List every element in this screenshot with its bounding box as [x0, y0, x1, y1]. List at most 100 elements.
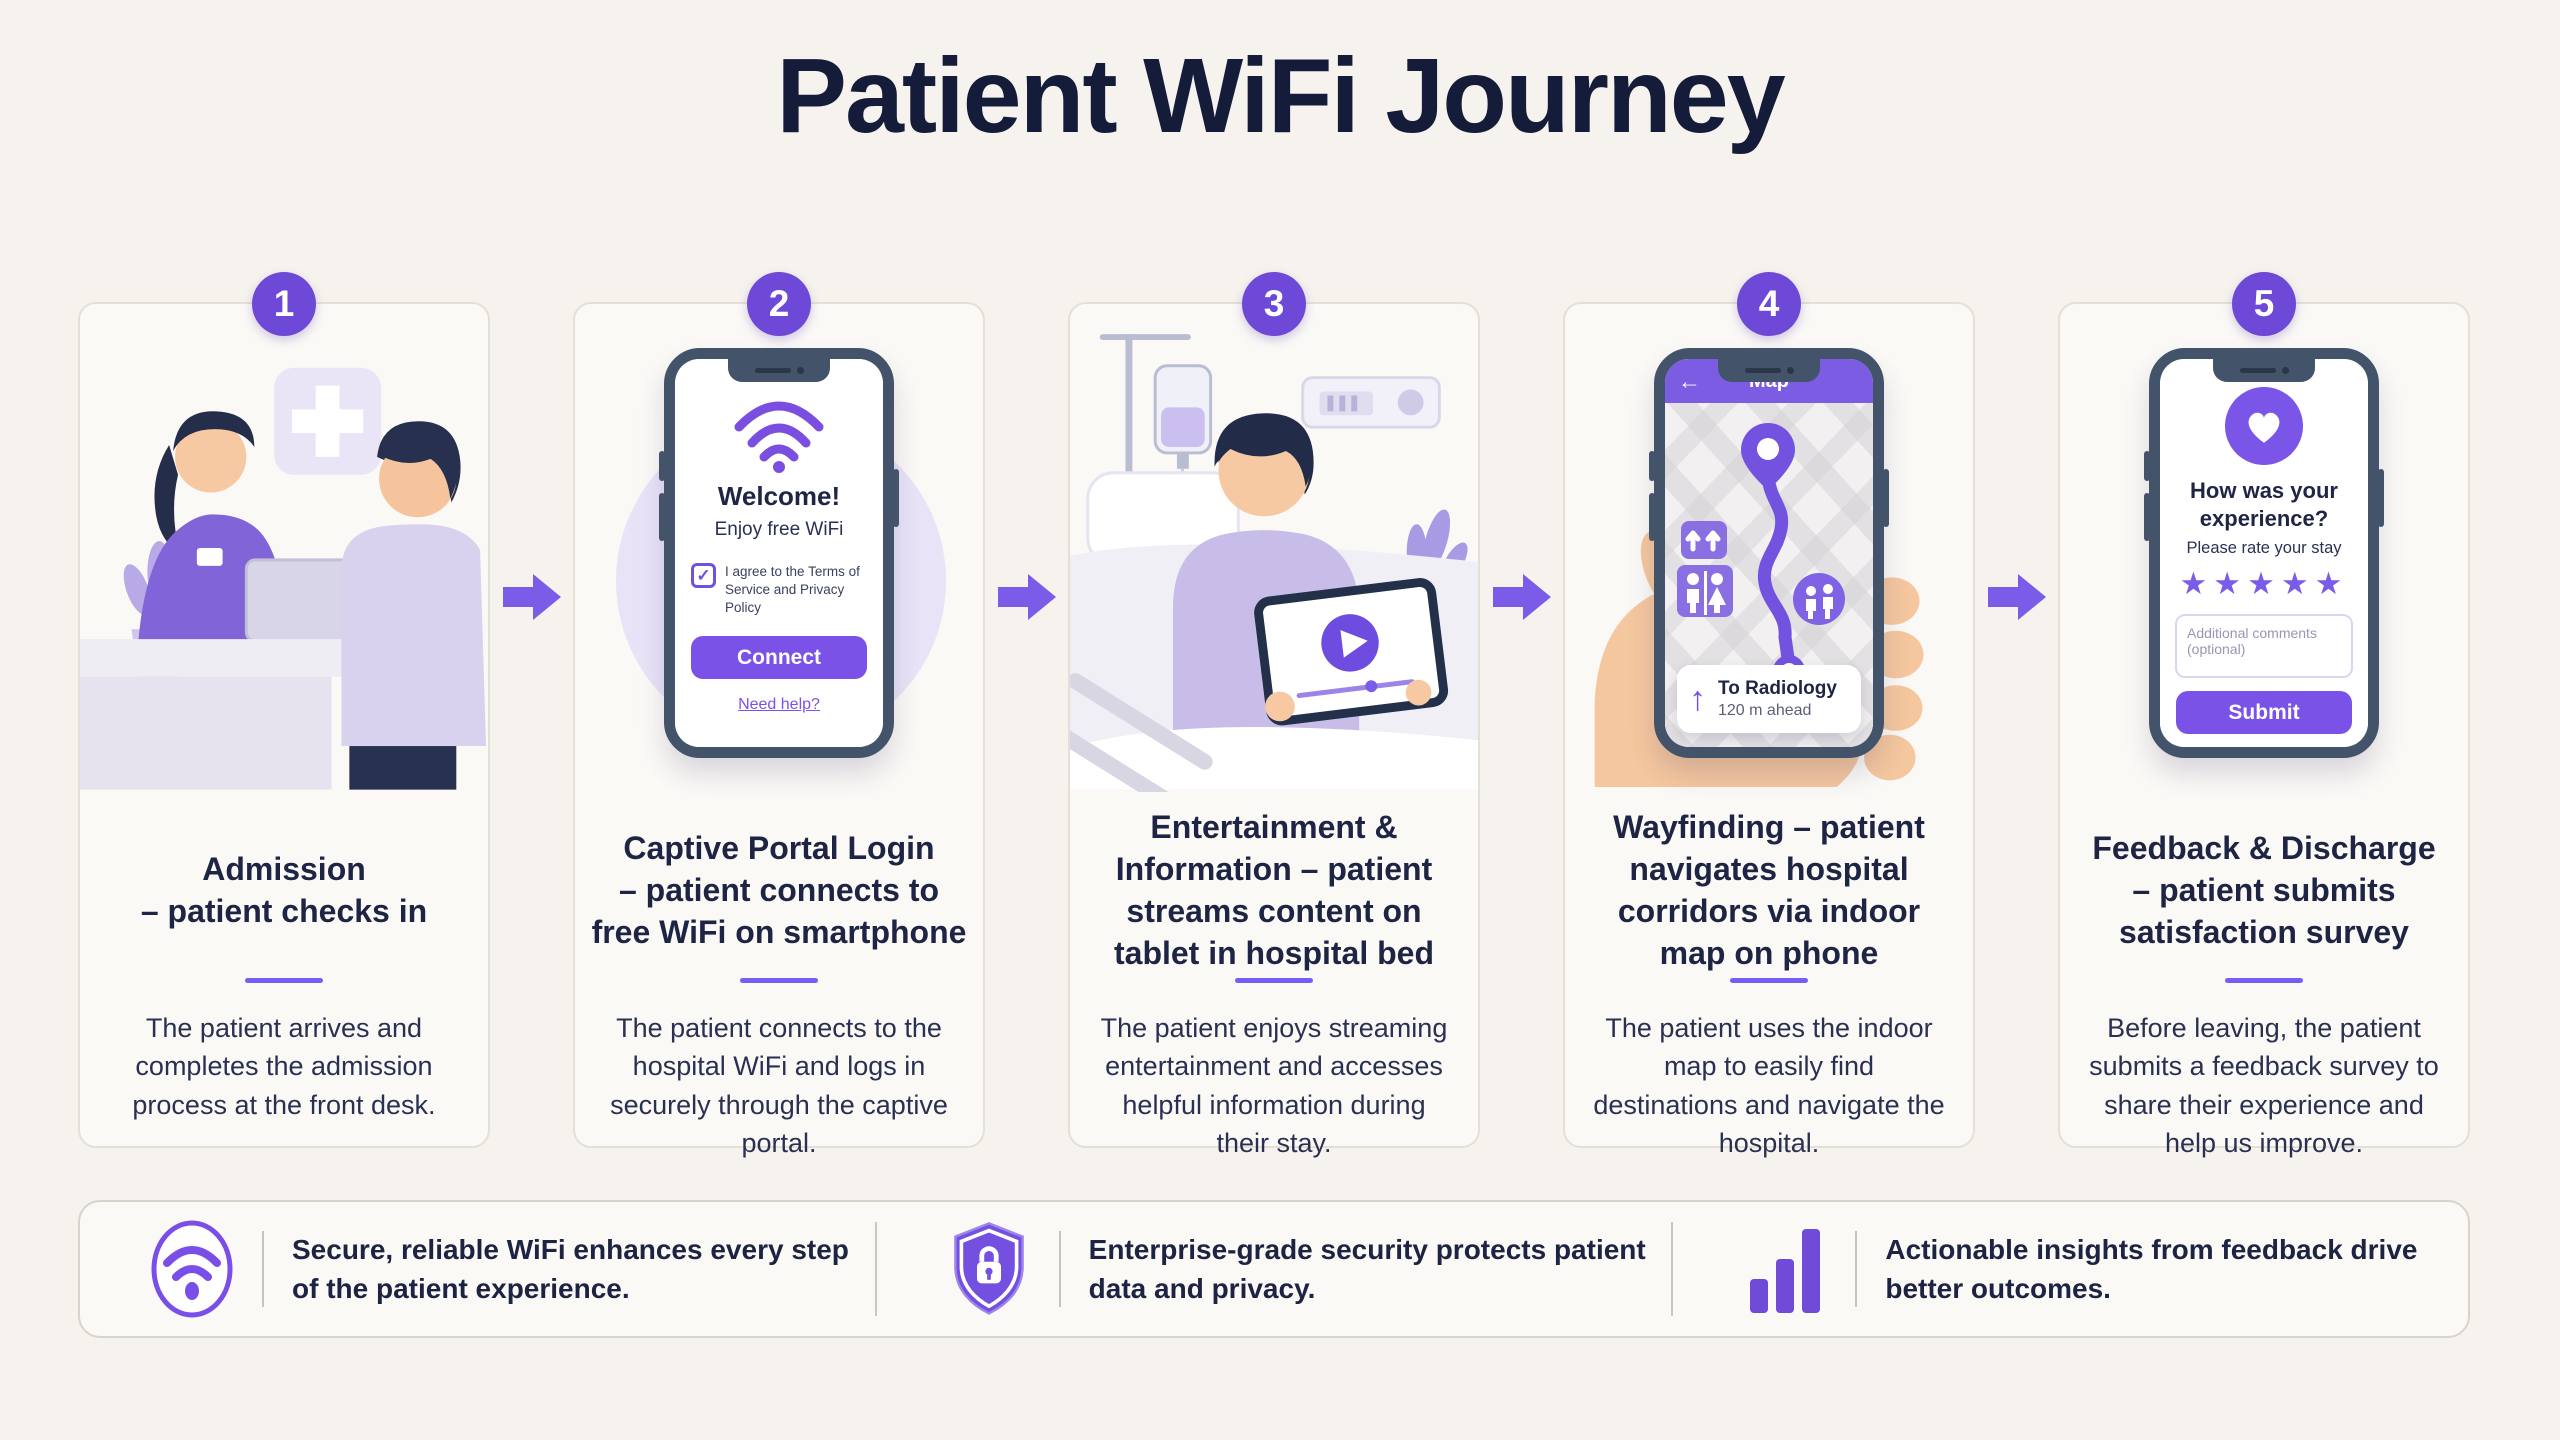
divider	[245, 978, 323, 983]
divider	[1855, 1231, 1858, 1307]
survey-subtitle: Please rate your stay	[2186, 539, 2342, 557]
submit-button[interactable]: Submit	[2176, 691, 2352, 734]
name-badge	[196, 548, 223, 566]
step-description: The patient connects to the hospital WiF…	[610, 1013, 948, 1158]
map-screen: ← Map	[1665, 359, 1873, 747]
phone-button	[659, 493, 665, 541]
steps-row: 1	[78, 272, 2470, 1158]
divider	[1235, 978, 1313, 983]
front-desk-scene	[80, 367, 487, 790]
step-title: Admission – patient checks in	[140, 850, 428, 929]
arrow-gap	[1480, 574, 1563, 620]
bed-rail	[1070, 729, 1187, 792]
step-number-badge: 3	[1242, 272, 1306, 336]
terms-label: I agree to the Terms of Service and Priv…	[725, 564, 860, 615]
bar-chart-icon	[1739, 1221, 1831, 1317]
patient-legs	[349, 746, 457, 790]
terms-checkbox[interactable]: ✓	[691, 563, 716, 588]
star-rating[interactable]: ★★★★★	[2179, 566, 2349, 601]
captive-portal-screen: Welcome! Enjoy free WiFi ✓ I agree to th…	[675, 359, 883, 747]
divider	[1671, 1222, 1674, 1316]
hospital-bed-illustration	[1070, 304, 1478, 792]
step-number-badge: 5	[2232, 272, 2296, 336]
step-description: Before leaving, the patient submits a fe…	[2089, 1013, 2439, 1158]
phone-button	[2378, 469, 2384, 527]
step-card-wayfinding: 4 ← Map	[1563, 272, 1975, 1158]
indoor-map[interactable]: ↑ To Radiology 120 m ahead	[1665, 403, 1873, 747]
desk-monitor	[244, 558, 359, 643]
restroom-icon	[1677, 565, 1733, 617]
divider	[1058, 1231, 1061, 1307]
step-title: Captive Portal Login – patient connects …	[591, 829, 967, 951]
smartphone: How was your experience? Please rate you…	[2144, 348, 2384, 758]
page-title: Patient WiFi Journey	[776, 37, 1785, 155]
step-description: The patient arrives and completes the ad…	[132, 1013, 436, 1120]
step-title: Wayfinding – patient navigates hospital …	[1613, 808, 1925, 972]
benefit-insights: Actionable insights from feedback drive …	[1673, 1202, 2468, 1336]
back-arrow-icon[interactable]: ←	[1678, 367, 1701, 394]
admission-illustration	[80, 304, 488, 792]
destination-distance: 120 m ahead	[1718, 702, 1812, 719]
step-description: The patient uses the indoor map to easil…	[1593, 1013, 1945, 1158]
phone-button	[1649, 451, 1655, 481]
benefit-text: Enterprise-grade security protects patie…	[1088, 1233, 1646, 1304]
benefit-text: Actionable insights from feedback drive …	[1885, 1233, 2418, 1304]
phone-notch	[2213, 359, 2315, 382]
divider	[262, 1231, 264, 1307]
step-number-badge: 2	[747, 272, 811, 336]
portal-phone-illustration: Welcome! Enjoy free WiFi ✓ I agree to th…	[575, 304, 983, 792]
smartphone: ← Map	[1649, 348, 1889, 758]
step-title: Entertainment & Information – patient st…	[1113, 808, 1434, 972]
divider	[874, 1222, 877, 1316]
survey-screen: How was your experience? Please rate you…	[2160, 359, 2368, 747]
comments-input[interactable]	[2175, 614, 2353, 678]
step-description: The patient enjoys streaming entertainme…	[1100, 1013, 1448, 1158]
arrow-right-icon	[1987, 574, 2046, 620]
heart-icon	[2225, 387, 2303, 465]
patient-shirt	[341, 524, 487, 747]
divider	[1730, 978, 1808, 983]
phone-notch	[728, 359, 830, 382]
phone-button	[2144, 451, 2150, 481]
connect-button[interactable]: Connect	[691, 636, 867, 680]
survey-question: How was your experience?	[2190, 478, 2338, 531]
wifi-icon	[734, 401, 824, 473]
benefit-security: Enterprise-grade security protects patie…	[877, 1202, 1672, 1336]
step-card-captive-portal: 2 Welcome! Enjoy free WiFi ✓	[573, 272, 985, 1158]
wifi-icon	[146, 1217, 238, 1321]
benefit-text: Secure, reliable WiFi enhances every ste…	[292, 1233, 849, 1304]
arrow-gap	[985, 574, 1068, 620]
step-card-feedback: 5 How was your experience? Please rate y…	[2058, 272, 2470, 1158]
phone-button	[659, 451, 665, 481]
phone-button	[1649, 493, 1655, 541]
step-card-entertainment: 3	[1068, 272, 1480, 1158]
divider	[2225, 978, 2303, 983]
phone-button	[893, 469, 899, 527]
arrow-gap	[490, 574, 573, 620]
up-arrow-icon: ↑	[1689, 680, 1706, 718]
desk-top	[80, 639, 370, 677]
phone-notch	[1718, 359, 1820, 382]
smartphone: Welcome! Enjoy free WiFi ✓ I agree to th…	[659, 348, 899, 758]
shield-lock-icon	[943, 1221, 1035, 1317]
iv-pole	[1125, 334, 1133, 564]
route-path	[1757, 470, 1796, 672]
divider	[740, 978, 818, 983]
destination-name: To Radiology	[1718, 678, 1837, 699]
wayfinding-phone-illustration: ← Map	[1565, 304, 1973, 792]
survey-phone-illustration: How was your experience? Please rate you…	[2060, 304, 2468, 792]
benefits-bar: Secure, reliable WiFi enhances every ste…	[78, 1200, 2470, 1338]
need-help-link[interactable]: Need help?	[738, 696, 820, 714]
medical-cross-icon	[291, 385, 364, 457]
step-number-badge: 4	[1737, 272, 1801, 336]
destination-card: ↑ To Radiology 120 m ahead	[1677, 665, 1861, 733]
portal-subtitle: Enjoy free WiFi	[714, 519, 844, 540]
tablet	[1254, 578, 1449, 726]
step-card-admission: 1	[78, 272, 490, 1148]
portal-welcome: Welcome!	[717, 481, 841, 511]
arrow-right-icon	[997, 574, 1056, 620]
step-number-badge: 1	[252, 272, 316, 336]
people-marker-icon	[1793, 573, 1845, 625]
elevator-icon	[1681, 521, 1727, 559]
desk-front	[80, 676, 332, 790]
